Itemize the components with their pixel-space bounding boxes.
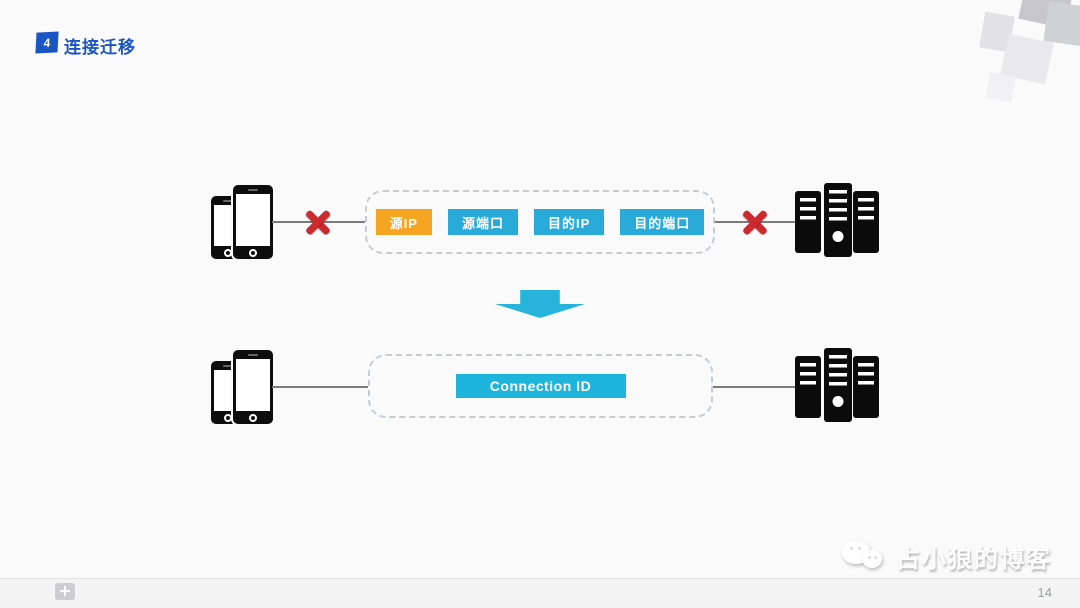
server-icon [795, 183, 879, 259]
smartphone-icon [211, 350, 273, 424]
smartphone-large-icon [233, 185, 273, 259]
down-arrow-icon [495, 290, 585, 318]
broken-connection-x-icon [305, 209, 331, 235]
server-tower-icon [853, 191, 879, 253]
server-tower-icon [853, 356, 879, 418]
section-number-badge: 4 [35, 31, 59, 54]
tag-source-ip: 源IP [375, 209, 432, 235]
server-tower-icon [795, 191, 821, 253]
server-tower-icon [795, 356, 821, 418]
tag-dest-ip: 目的IP [534, 209, 605, 235]
footer-logo-icon [55, 583, 75, 600]
slide-title: 连接迁移 [64, 38, 136, 57]
connection-line [713, 386, 796, 388]
wechat-icon [842, 538, 886, 574]
server-tower-icon [824, 348, 852, 422]
connection-tuple-box: 源IP 源端口 目的IP 目的端口 [365, 190, 715, 254]
page-number: 14 [1037, 585, 1052, 600]
connection-id-box: Connection ID [368, 354, 713, 418]
watermark-text: 占小狼的博客 [896, 545, 1052, 573]
watermark: 占小狼的博客 [842, 538, 1052, 574]
tag-source-port: 源端口 [447, 209, 518, 235]
decor-square-icon [985, 71, 1017, 103]
smartphone-large-icon [233, 350, 273, 424]
server-tower-icon [824, 183, 852, 257]
server-icon [795, 348, 879, 424]
tag-dest-port: 目的端口 [620, 209, 705, 235]
broken-connection-x-icon [742, 209, 768, 235]
decor-square-icon [1043, 1, 1080, 47]
connection-line [272, 386, 368, 388]
tag-connection-id: Connection ID [455, 374, 626, 398]
footer-bar: 14 [0, 578, 1080, 608]
smartphone-icon [211, 185, 273, 259]
